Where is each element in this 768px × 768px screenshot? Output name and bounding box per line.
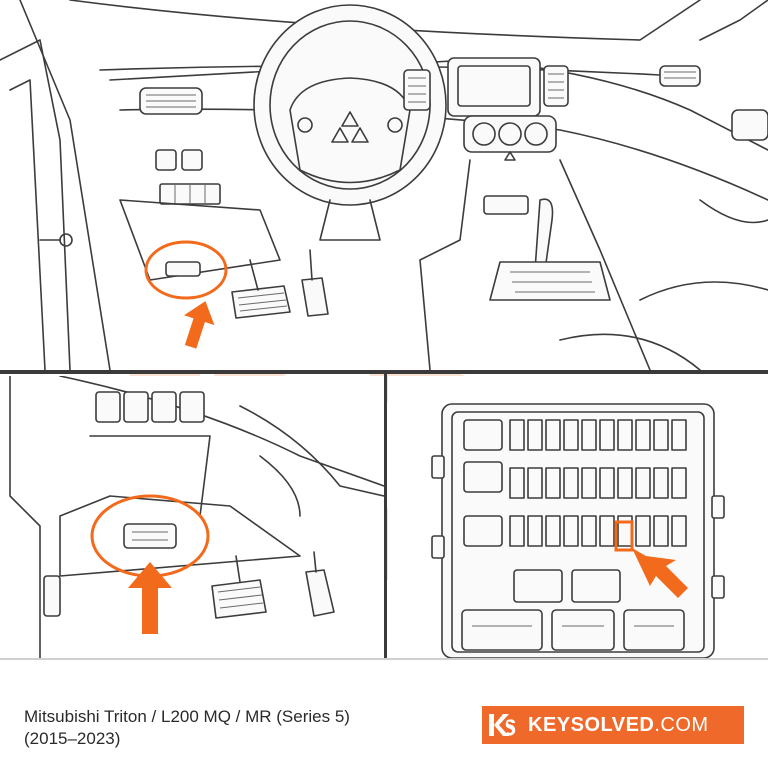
- panel-divider-vertical: [384, 372, 387, 660]
- fuse-row-2: [509, 467, 687, 499]
- arrow-icon: [128, 562, 172, 634]
- brand-badge[interactable]: KEYSOLVED.COM: [482, 706, 744, 744]
- fuse-row-1: [509, 419, 687, 451]
- highlighted-fuse: [614, 520, 634, 552]
- obd-closeup-panel: [0, 376, 384, 660]
- keysolved-logo-icon: [482, 706, 522, 744]
- vehicle-title-line1: Mitsubishi Triton / L200 MQ / MR (Series…: [24, 707, 350, 726]
- hazard-icon: [504, 151, 516, 161]
- footer-divider: [0, 658, 768, 660]
- fuse-box-panel: [388, 376, 768, 660]
- brand-name: KEYSOLVED.COM: [528, 714, 709, 737]
- vehicle-title: Mitsubishi Triton / L200 MQ / MR (Series…: [24, 706, 444, 750]
- brand-name-bold: KEYSOLVED: [528, 713, 655, 736]
- dashboard-overview-panel: [0, 0, 768, 370]
- obd-port-icon: [123, 523, 177, 549]
- arrow-icon: [632, 548, 688, 598]
- obd-port-icon: [165, 261, 201, 277]
- fuse-row-3: [509, 515, 687, 547]
- vehicle-title-line2: (2015–2023): [24, 729, 121, 748]
- obd-highlight-circle: [144, 240, 228, 300]
- arrow-icon: [184, 301, 215, 349]
- mitsubishi-logo-icon: [331, 111, 369, 143]
- brand-name-suffix: .COM: [654, 713, 709, 736]
